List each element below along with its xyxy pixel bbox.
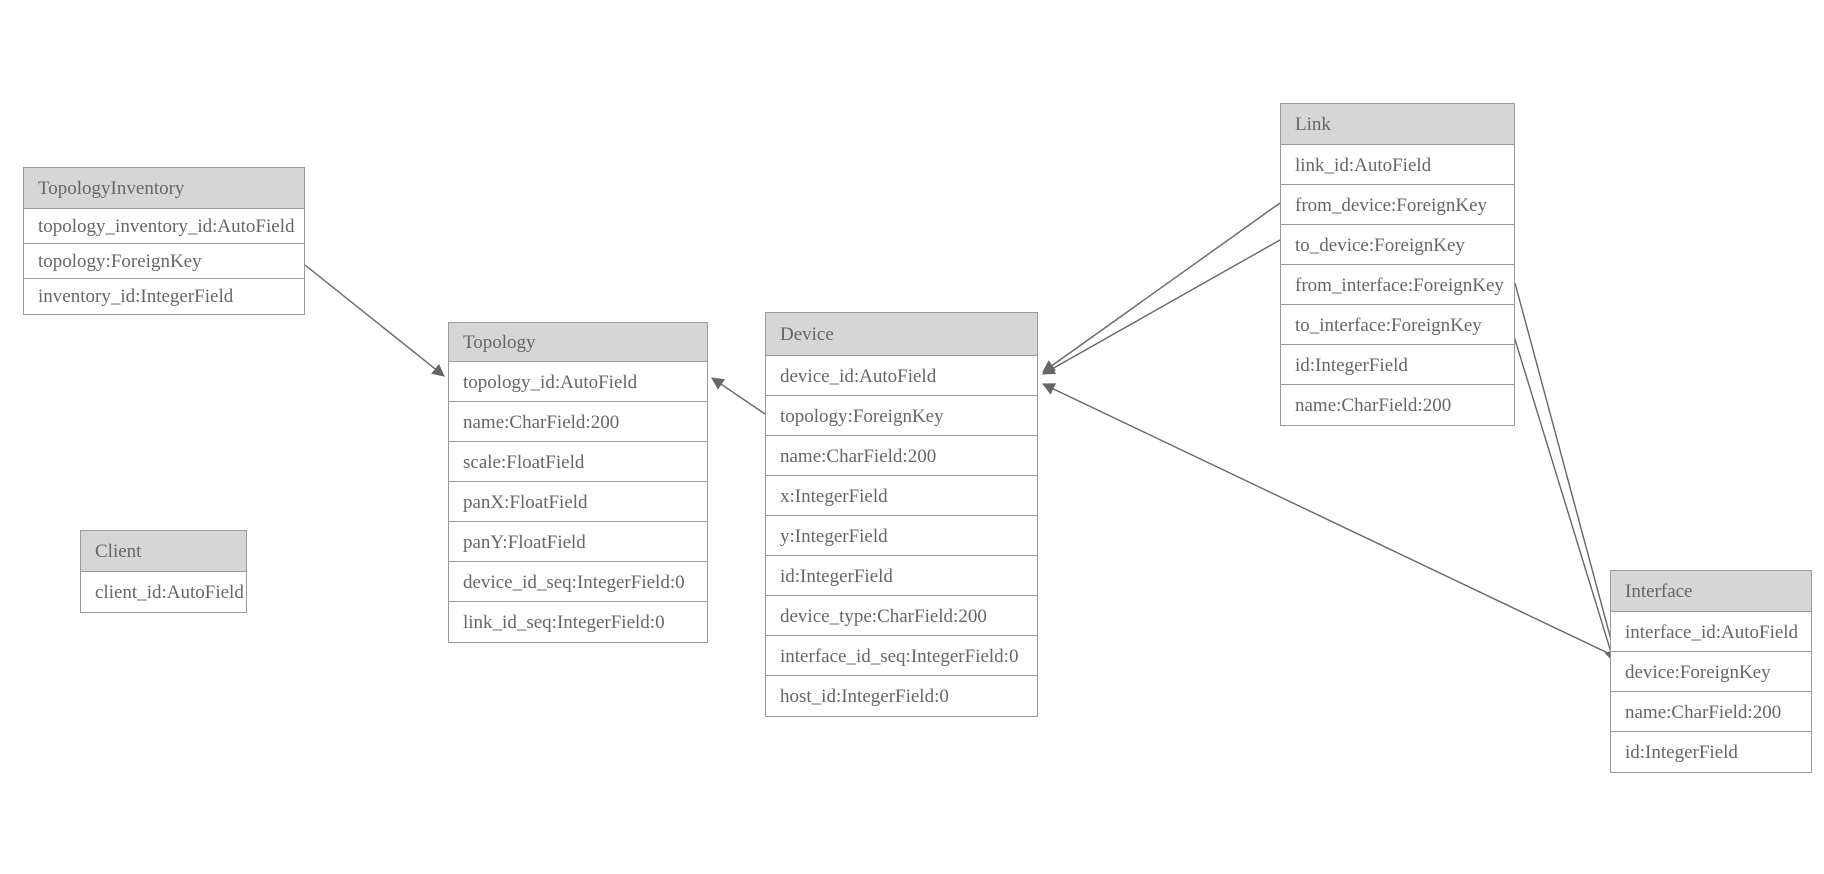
entity-title-link: Link (1281, 104, 1514, 145)
entity-field-row[interactable]: x:IntegerField (766, 476, 1037, 516)
relationship-edge-topologyinventory-topology (304, 264, 445, 377)
entity-field-row[interactable]: id:IntegerField (1281, 345, 1514, 385)
entity-title-topology: Topology (449, 323, 707, 362)
entity-field-row[interactable]: topology:ForeignKey (24, 244, 304, 279)
relationship-edge-link-from-interface (1514, 282, 1621, 664)
entity-field-row[interactable]: host_id:IntegerField:0 (766, 676, 1037, 716)
entity-field-row[interactable]: name:CharField:200 (449, 402, 707, 442)
entity-field-row[interactable]: interface_id:AutoField (1611, 612, 1811, 652)
entity-field-row[interactable]: name:CharField:200 (1281, 385, 1514, 425)
relationship-edge-link-to-device (1042, 239, 1281, 375)
relationship-edge-device-topology (711, 377, 766, 415)
entity-field-row[interactable]: to_device:ForeignKey (1281, 225, 1514, 265)
entity-field-row[interactable]: y:IntegerField (766, 516, 1037, 556)
entity-field-row[interactable]: topology_inventory_id:AutoField (24, 209, 304, 244)
entity-field-row[interactable]: panY:FloatField (449, 522, 707, 562)
entity-field-row[interactable]: interface_id_seq:IntegerField:0 (766, 636, 1037, 676)
entity-field-row[interactable]: link_id_seq:IntegerField:0 (449, 602, 707, 642)
entity-field-row[interactable]: id:IntegerField (1611, 732, 1811, 772)
entity-field-row[interactable]: name:CharField:200 (766, 436, 1037, 476)
entity-field-row[interactable]: device:ForeignKey (1611, 652, 1811, 692)
entity-field-row[interactable]: scale:FloatField (449, 442, 707, 482)
entity-field-row[interactable]: device_id_seq:IntegerField:0 (449, 562, 707, 602)
entity-field-row[interactable]: client_id:AutoField (81, 572, 246, 612)
entity-field-row[interactable]: from_device:ForeignKey (1281, 185, 1514, 225)
entity-field-row[interactable]: link_id:AutoField (1281, 145, 1514, 185)
relationship-edge-link-to-interface (1508, 319, 1617, 664)
entity-title-interface: Interface (1611, 571, 1811, 612)
entity-title-topology_inventory: TopologyInventory (24, 168, 304, 209)
entity-field-row[interactable]: topology:ForeignKey (766, 396, 1037, 436)
entity-field-row[interactable]: to_interface:ForeignKey (1281, 305, 1514, 345)
entity-field-list-client: client_id:AutoField (81, 572, 246, 612)
relationship-edge-link-from-device (1042, 202, 1281, 373)
entity-field-row[interactable]: device_type:CharField:200 (766, 596, 1037, 636)
entity-field-row[interactable]: topology_id:AutoField (449, 362, 707, 402)
entity-field-row[interactable]: from_interface:ForeignKey (1281, 265, 1514, 305)
entity-field-row[interactable]: device_id:AutoField (766, 356, 1037, 396)
entity-title-device: Device (766, 313, 1037, 356)
entity-field-row[interactable]: inventory_id:IntegerField (24, 279, 304, 314)
entity-title-client: Client (81, 531, 246, 572)
entity-field-row[interactable]: name:CharField:200 (1611, 692, 1811, 732)
entity-field-row[interactable]: id:IntegerField (766, 556, 1037, 596)
entity-field-row[interactable]: panX:FloatField (449, 482, 707, 522)
